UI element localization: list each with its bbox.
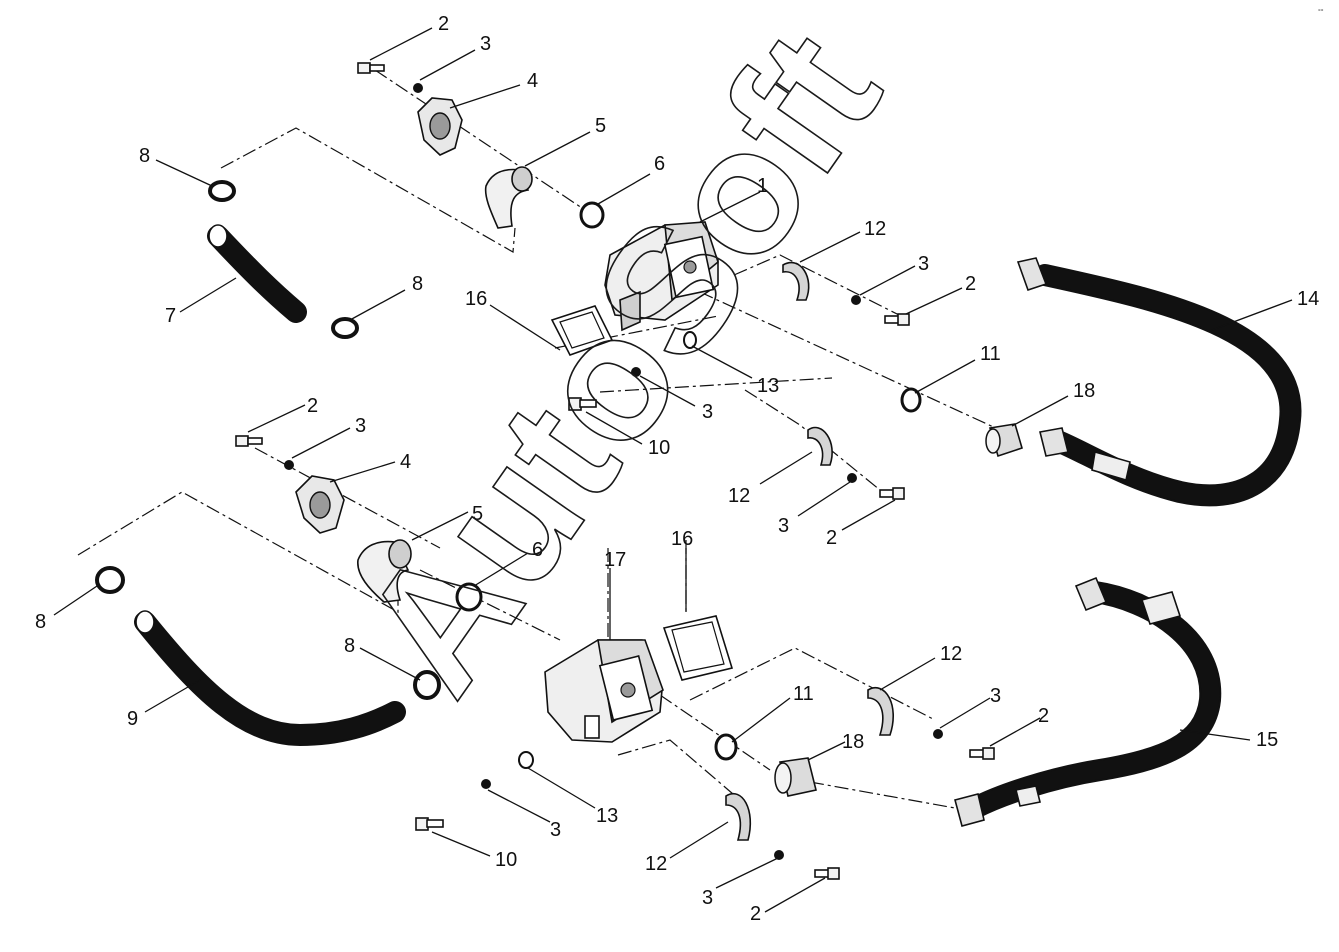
callout-upper-washer-right: 3 <box>918 253 929 275</box>
leader-lines <box>53 27 1293 913</box>
callout-upper-adapter: 18 <box>1073 380 1095 402</box>
upper-gasket <box>550 305 614 356</box>
upper-bolt-right <box>884 313 910 326</box>
lower-flange <box>295 475 345 534</box>
upper-elbow <box>484 166 533 229</box>
lower-washer-lower <box>774 850 784 860</box>
callout-lower-washer-top: 3 <box>355 415 366 437</box>
callout-lower-gasket: 16 <box>671 528 693 550</box>
upper-hose-clamp-top <box>208 180 236 202</box>
callout-upper-flange: 4 <box>527 70 538 92</box>
upper-washer-top <box>413 83 423 93</box>
upper-assembly <box>207 62 1302 507</box>
corner-mark: °° <box>1318 8 1324 16</box>
callout-upper-clamp-half-lower: 12 <box>728 485 750 507</box>
lower-hose-clamp-right <box>413 670 441 700</box>
callout-upper-gasket: 16 <box>465 288 487 310</box>
upper-flange <box>417 97 463 156</box>
callout-lower-washer-right: 3 <box>990 685 1001 707</box>
lower-washer-left <box>518 751 534 769</box>
callout-lower-o-ring-outlet: 11 <box>793 683 814 705</box>
lower-clamp-half-lower <box>725 793 752 841</box>
callout-upper-washer-left: 13 <box>757 375 779 397</box>
upper-hydraulic-pump <box>604 221 719 332</box>
callout-lower-pump: 17 <box>604 549 626 571</box>
lower-washer-right <box>933 729 943 739</box>
lower-washer-top <box>284 460 294 470</box>
upper-washer-lower <box>847 473 857 483</box>
callout-upper-clamp-half-right: 12 <box>864 218 886 240</box>
upper-washer-right <box>851 295 861 305</box>
callout-upper-bolt-right: 2 <box>965 273 976 295</box>
lower-assembly <box>77 435 1222 880</box>
callout-upper-nut-left: 3 <box>702 401 713 423</box>
lower-suction-hose <box>134 610 406 747</box>
lower-hose-clamp-left <box>95 566 125 594</box>
callout-upper-hose-clamp-bottom: 8 <box>412 273 423 295</box>
callout-lower-o-ring-elbow: 6 <box>532 539 543 561</box>
upper-bolt-top <box>357 62 385 74</box>
callout-upper-pump: 1 <box>757 175 768 197</box>
lower-bolt-lower <box>814 867 840 880</box>
upper-bolt-lower <box>879 487 905 500</box>
callout-lower-washer-left: 13 <box>596 805 618 827</box>
lower-elbow <box>357 539 412 603</box>
upper-washer-left <box>683 331 697 349</box>
lower-pressure-hose <box>954 576 1222 827</box>
lower-gasket <box>662 615 734 681</box>
callout-upper-elbow: 5 <box>595 115 606 137</box>
callout-lower-washer-lower: 3 <box>702 887 713 909</box>
upper-o-ring-elbow <box>579 201 605 229</box>
callout-lower-nut-left: 3 <box>550 819 561 841</box>
callout-lower-bolt-lower: 2 <box>750 903 761 925</box>
upper-clamp-half-lower <box>807 426 833 466</box>
callout-labels: 2 3 4 5 6 1 8 7 8 16 12 3 2 11 18 14 13 … <box>35 13 1319 925</box>
lower-hydraulic-pump <box>544 639 664 743</box>
callout-upper-washer-lower: 3 <box>778 515 789 537</box>
callout-upper-suction-hose: 7 <box>165 305 176 327</box>
upper-nut-left <box>631 367 641 377</box>
callout-upper-pressure-hose: 14 <box>1297 288 1319 310</box>
callout-lower-clamp-half-right: 12 <box>940 643 962 665</box>
callout-lower-elbow: 5 <box>472 503 483 525</box>
callout-lower-pressure-hose: 15 <box>1256 729 1278 751</box>
lower-o-ring-elbow <box>455 582 483 612</box>
callout-lower-bolt-top: 2 <box>307 395 318 417</box>
callout-upper-bolt-left: 10 <box>648 437 670 459</box>
callout-lower-flange: 4 <box>400 451 411 473</box>
upper-suction-hose <box>207 224 307 323</box>
lower-bolt-top <box>235 435 263 447</box>
callout-lower-bolt-left: 10 <box>495 849 517 871</box>
upper-clamp-half-right <box>782 262 810 301</box>
upper-o-ring-outlet <box>900 387 922 413</box>
lower-clamp-half-right <box>867 687 895 736</box>
callout-lower-suction-hose: 9 <box>127 708 138 730</box>
watermark-text: AutoSoft <box>323 0 917 727</box>
lower-adapter <box>774 757 817 797</box>
callout-upper-o-ring-elbow: 6 <box>654 153 665 175</box>
callout-lower-clamp-half-lower: 12 <box>645 853 667 875</box>
callout-lower-bolt-right: 2 <box>1038 705 1049 727</box>
upper-pressure-hose <box>1016 257 1302 507</box>
callout-upper-o-ring-outlet: 11 <box>980 343 1001 365</box>
lower-bolt-right <box>969 747 995 760</box>
callout-upper-washer-top: 3 <box>480 33 491 55</box>
callout-lower-hose-clamp-left: 8 <box>35 611 46 633</box>
callout-upper-hose-clamp-top: 8 <box>139 145 150 167</box>
upper-adapter <box>985 423 1023 458</box>
upper-bolt-left <box>568 397 597 411</box>
lower-o-ring-outlet <box>714 733 738 761</box>
upper-hose-clamp-bottom <box>331 317 359 339</box>
callout-upper-bolt-lower: 2 <box>826 527 837 549</box>
lower-bolt-left <box>415 817 444 831</box>
callout-lower-adapter: 18 <box>842 731 864 753</box>
lower-nut-left <box>481 779 491 789</box>
callout-lower-hose-clamp-right: 8 <box>344 635 355 657</box>
callout-upper-bolt-top: 2 <box>438 13 449 35</box>
